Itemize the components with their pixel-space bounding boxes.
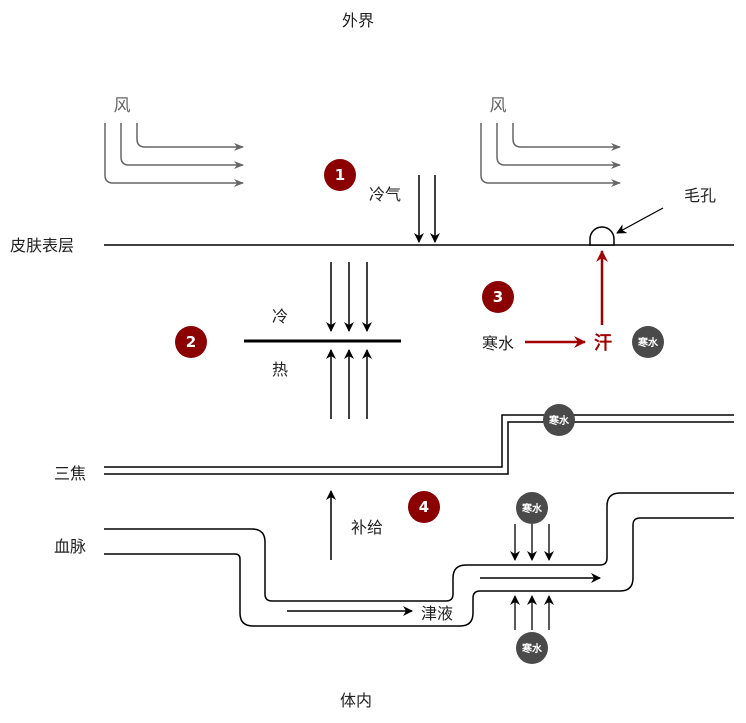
step-4-number: 4 — [419, 498, 429, 516]
cold-label: 冷 — [272, 307, 288, 326]
sweat-label: 汗 — [594, 332, 612, 354]
sanjiao-channel-upper — [104, 414, 734, 468]
cold-water-badge — [516, 632, 548, 664]
skin-label: 皮肤表层 — [10, 236, 74, 255]
pore-label: 毛孔 — [684, 186, 716, 205]
step-2-number: 2 — [186, 333, 196, 351]
cold-water-badge — [632, 326, 664, 358]
wind-left: 风 — [104, 96, 244, 187]
inside-label: 体内 — [340, 691, 372, 710]
supply-label: 补给 — [351, 518, 383, 537]
fluid-label: 津液 — [421, 604, 453, 623]
step-4-marker — [408, 491, 440, 523]
sanjiao-channel-lower — [104, 421, 734, 475]
cold-water-badge-text: 寒水 — [521, 502, 543, 515]
cold-water-badge-text: 寒水 — [521, 642, 543, 655]
wind-flow-line — [512, 123, 621, 151]
wind-flow-line — [136, 123, 244, 151]
wind-flow-line — [480, 123, 621, 187]
step-1-marker — [324, 159, 356, 191]
wind-flow-line — [120, 123, 244, 169]
cold-water-badge — [516, 492, 548, 524]
pore-shape — [589, 226, 615, 246]
step-2-marker — [175, 326, 207, 358]
step-1-number: 1 — [335, 166, 345, 184]
wind-right: 风 — [480, 96, 621, 187]
outside-label: 外界 — [342, 11, 374, 30]
wind-left-label: 风 — [114, 96, 131, 116]
step-3-marker — [482, 281, 514, 313]
wind-flow-line — [496, 123, 621, 169]
pore-pointer-arrow — [616, 207, 664, 234]
heat-label: 热 — [272, 360, 288, 379]
cold-water-badge — [543, 404, 575, 436]
step-3-number: 3 — [493, 288, 503, 306]
cold-air-label: 冷气 — [369, 185, 401, 204]
wind-flow-line — [104, 123, 244, 187]
wind-right-label: 风 — [490, 96, 507, 116]
sanjiao-label: 三焦 — [54, 464, 86, 483]
vessel-wall-lower — [104, 517, 734, 627]
cold-water-badge-text: 寒水 — [637, 336, 659, 349]
cold-water-label: 寒水 — [482, 334, 514, 353]
vessel-label: 血脉 — [54, 537, 86, 556]
cold-water-badge-text: 寒水 — [548, 414, 570, 427]
vessel-wall-upper — [104, 492, 734, 602]
